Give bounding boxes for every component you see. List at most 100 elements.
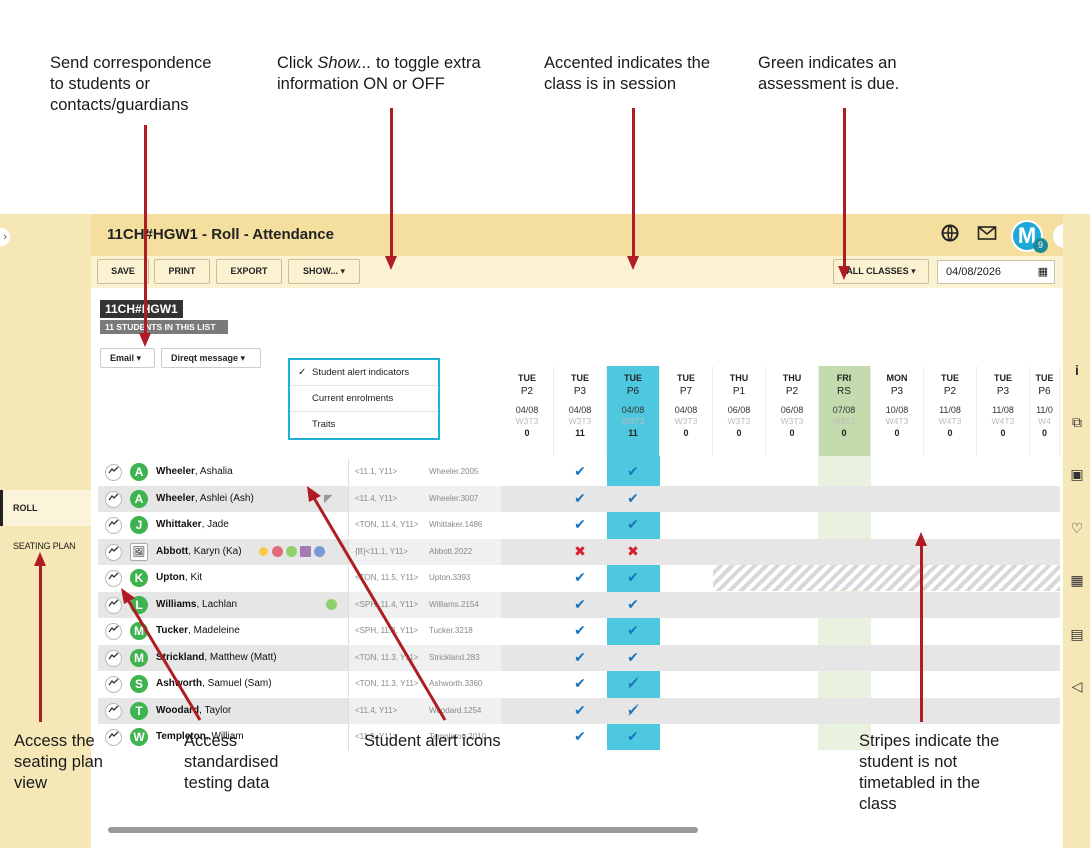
trend-line-icon[interactable] [105,623,122,640]
student-name[interactable]: Wheeler, Ashlei (Ash) [156,493,254,504]
student-first-name: Taylor [204,704,232,716]
present-mark[interactable]: ✔ [574,595,586,612]
present-mark[interactable]: ✔ [574,701,586,718]
present-mark[interactable]: ✔ [627,516,639,532]
present-mark[interactable]: ✔ [574,489,586,506]
horizontal-scrollbar[interactable] [91,824,1063,836]
date-picker[interactable]: 04/08/2026 ▦ [937,260,1055,284]
present-mark[interactable]: ✔ [627,489,639,506]
trend-line-icon[interactable] [105,596,122,614]
show-menu-item[interactable]: Traits [290,412,438,438]
late-mark[interactable]: ✔̸ [627,701,639,718]
student-name[interactable]: Ashworth, Samuel (Sam) [156,678,272,689]
student-name[interactable]: Abbott, Karyn (Ka) [156,546,242,557]
trend-line-icon[interactable] [105,464,122,481]
student-name[interactable]: Wheeler, Ashalia [156,466,233,477]
trend-line-icon[interactable] [105,517,122,534]
student-name[interactable]: Templeton, William [156,731,244,742]
info-icon[interactable]: i [1075,362,1079,378]
present-mark[interactable]: ✔ [627,595,639,612]
trend-line-icon[interactable] [105,570,122,587]
calendar-check-icon[interactable]: ▣ [1070,466,1084,482]
print-button[interactable]: PRINT [154,259,210,284]
flag-icon[interactable]: ◤ [324,492,333,505]
alert-circle-icon[interactable] [326,598,337,610]
present-mark[interactable]: ✔ [574,648,586,665]
absent-mark[interactable]: ✖ [574,542,586,559]
alert-dot-icon[interactable] [314,545,325,557]
show-menu-item[interactable]: Current enrolments [290,386,438,412]
briefcase-icon[interactable]: ⧉ [1072,414,1082,430]
present-mark[interactable]: ✔ [574,622,586,638]
id-card-icon[interactable]: ▤ [1070,626,1084,642]
nav-seating-plan[interactable]: SEATING PLAN [13,541,76,551]
late-mark[interactable]: ✔̸ [627,675,639,691]
student-name[interactable]: Whittaker, Jade [156,519,229,530]
alert-circle-icon[interactable] [286,545,297,557]
present-mark[interactable]: ✔ [574,675,586,691]
trend-line-icon[interactable] [105,676,122,693]
trend-line-icon[interactable] [105,543,122,561]
trend-line-icon[interactable] [105,649,122,667]
save-button[interactable]: SAVE [97,259,149,284]
present-mark[interactable]: ✔ [574,569,586,585]
trend-line-icon[interactable] [105,702,122,720]
calendar-icon[interactable]: ▦ [1037,266,1048,278]
hand-heart-icon[interactable]: ♡ [1070,520,1084,536]
speaker-icon[interactable]: ◁ [1071,678,1083,694]
expand-chevron-icon[interactable]: › [0,228,10,246]
all-classes-button[interactable]: ALL CLASSES ▾ [833,259,929,284]
direct-message-button[interactable]: Direqt message ▾ [161,348,261,368]
student-last-name: Abbott [156,545,189,557]
present-mark[interactable]: ✔ [627,622,639,638]
trend-line-icon[interactable] [105,490,122,508]
email-button[interactable]: Email ▾ [100,348,155,368]
show-menu-item[interactable]: ✓Student alert indicators [290,360,438,386]
alert-diamond-icon[interactable] [257,544,270,558]
student-name[interactable]: Williams, Lachlan [156,599,237,610]
student-id: Templeton.2010 [429,732,486,741]
present-mark[interactable]: ✔ [574,516,586,532]
absent-mark[interactable]: ✖ [627,542,639,559]
present-mark[interactable]: ✔ [627,463,639,479]
present-mark[interactable]: ✔ [574,463,586,479]
student-name[interactable]: Strickland, Matthew (Matt) [156,652,277,663]
student-name[interactable]: Upton, Kit [156,572,202,583]
present-mark[interactable]: ✔ [627,648,639,665]
globe-icon[interactable] [941,224,959,247]
calendar-icon[interactable]: ▦ [1070,572,1084,588]
student-name[interactable]: Tucker, Madeleine [156,625,240,636]
alert-square-icon[interactable] [300,545,311,557]
show-button[interactable]: SHOW... ▾ [288,259,360,284]
column-date: 10/08 [885,405,909,415]
present-mark[interactable]: ✔ [574,728,586,744]
scrollbar-thumb[interactable] [108,827,698,833]
present-mark[interactable]: ✔ [627,569,639,585]
present-mark[interactable]: ✔ [627,728,639,744]
trend-line-icon[interactable] [105,729,122,746]
mail-icon[interactable] [977,224,997,247]
alert-heart-icon[interactable] [272,545,283,557]
export-button[interactable]: EXPORT [216,259,282,284]
nav-roll[interactable]: ROLL [0,490,91,526]
student-name[interactable]: Woodard, Taylor [156,705,231,716]
